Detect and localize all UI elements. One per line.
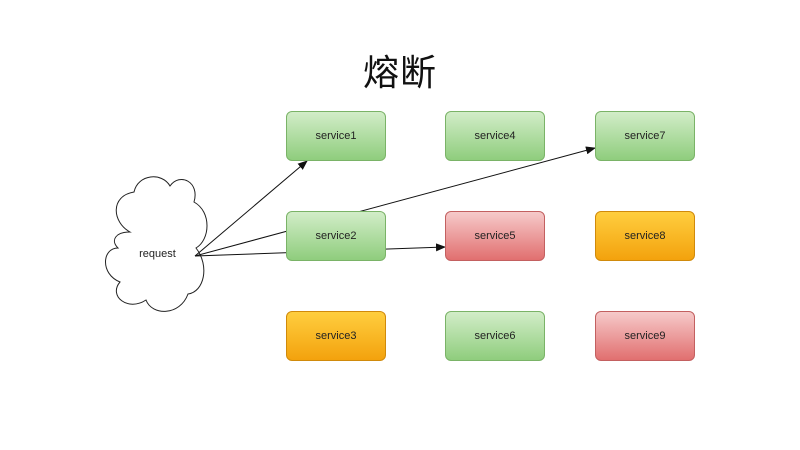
service6-box[interactable]: service6: [445, 311, 545, 361]
service9-box[interactable]: service9: [595, 311, 695, 361]
service5-box[interactable]: service5: [445, 211, 545, 261]
service3-label: service3: [315, 330, 357, 342]
service3-box[interactable]: service3: [286, 311, 386, 361]
service1-label: service1: [315, 130, 357, 142]
service4-label: service4: [474, 130, 516, 142]
service9-label: service9: [624, 330, 666, 342]
arrow-request-to-service7: [194, 146, 596, 257]
page-title: 熔断: [362, 53, 437, 94]
service1-box[interactable]: service1: [286, 111, 386, 161]
service2-box[interactable]: service2: [286, 211, 386, 261]
service2-label: service2: [315, 230, 357, 242]
arrow-request-to-service1: [194, 160, 308, 257]
request-label: request: [139, 248, 176, 260]
service8-box[interactable]: service8: [595, 211, 695, 261]
service6-label: service6: [474, 330, 516, 342]
service4-box[interactable]: service4: [445, 111, 545, 161]
request-cloud-shape[interactable]: [105, 176, 208, 312]
service5-label: service5: [474, 230, 516, 242]
service7-label: service7: [624, 130, 666, 142]
service8-label: service8: [624, 230, 666, 242]
service7-box[interactable]: service7: [595, 111, 695, 161]
